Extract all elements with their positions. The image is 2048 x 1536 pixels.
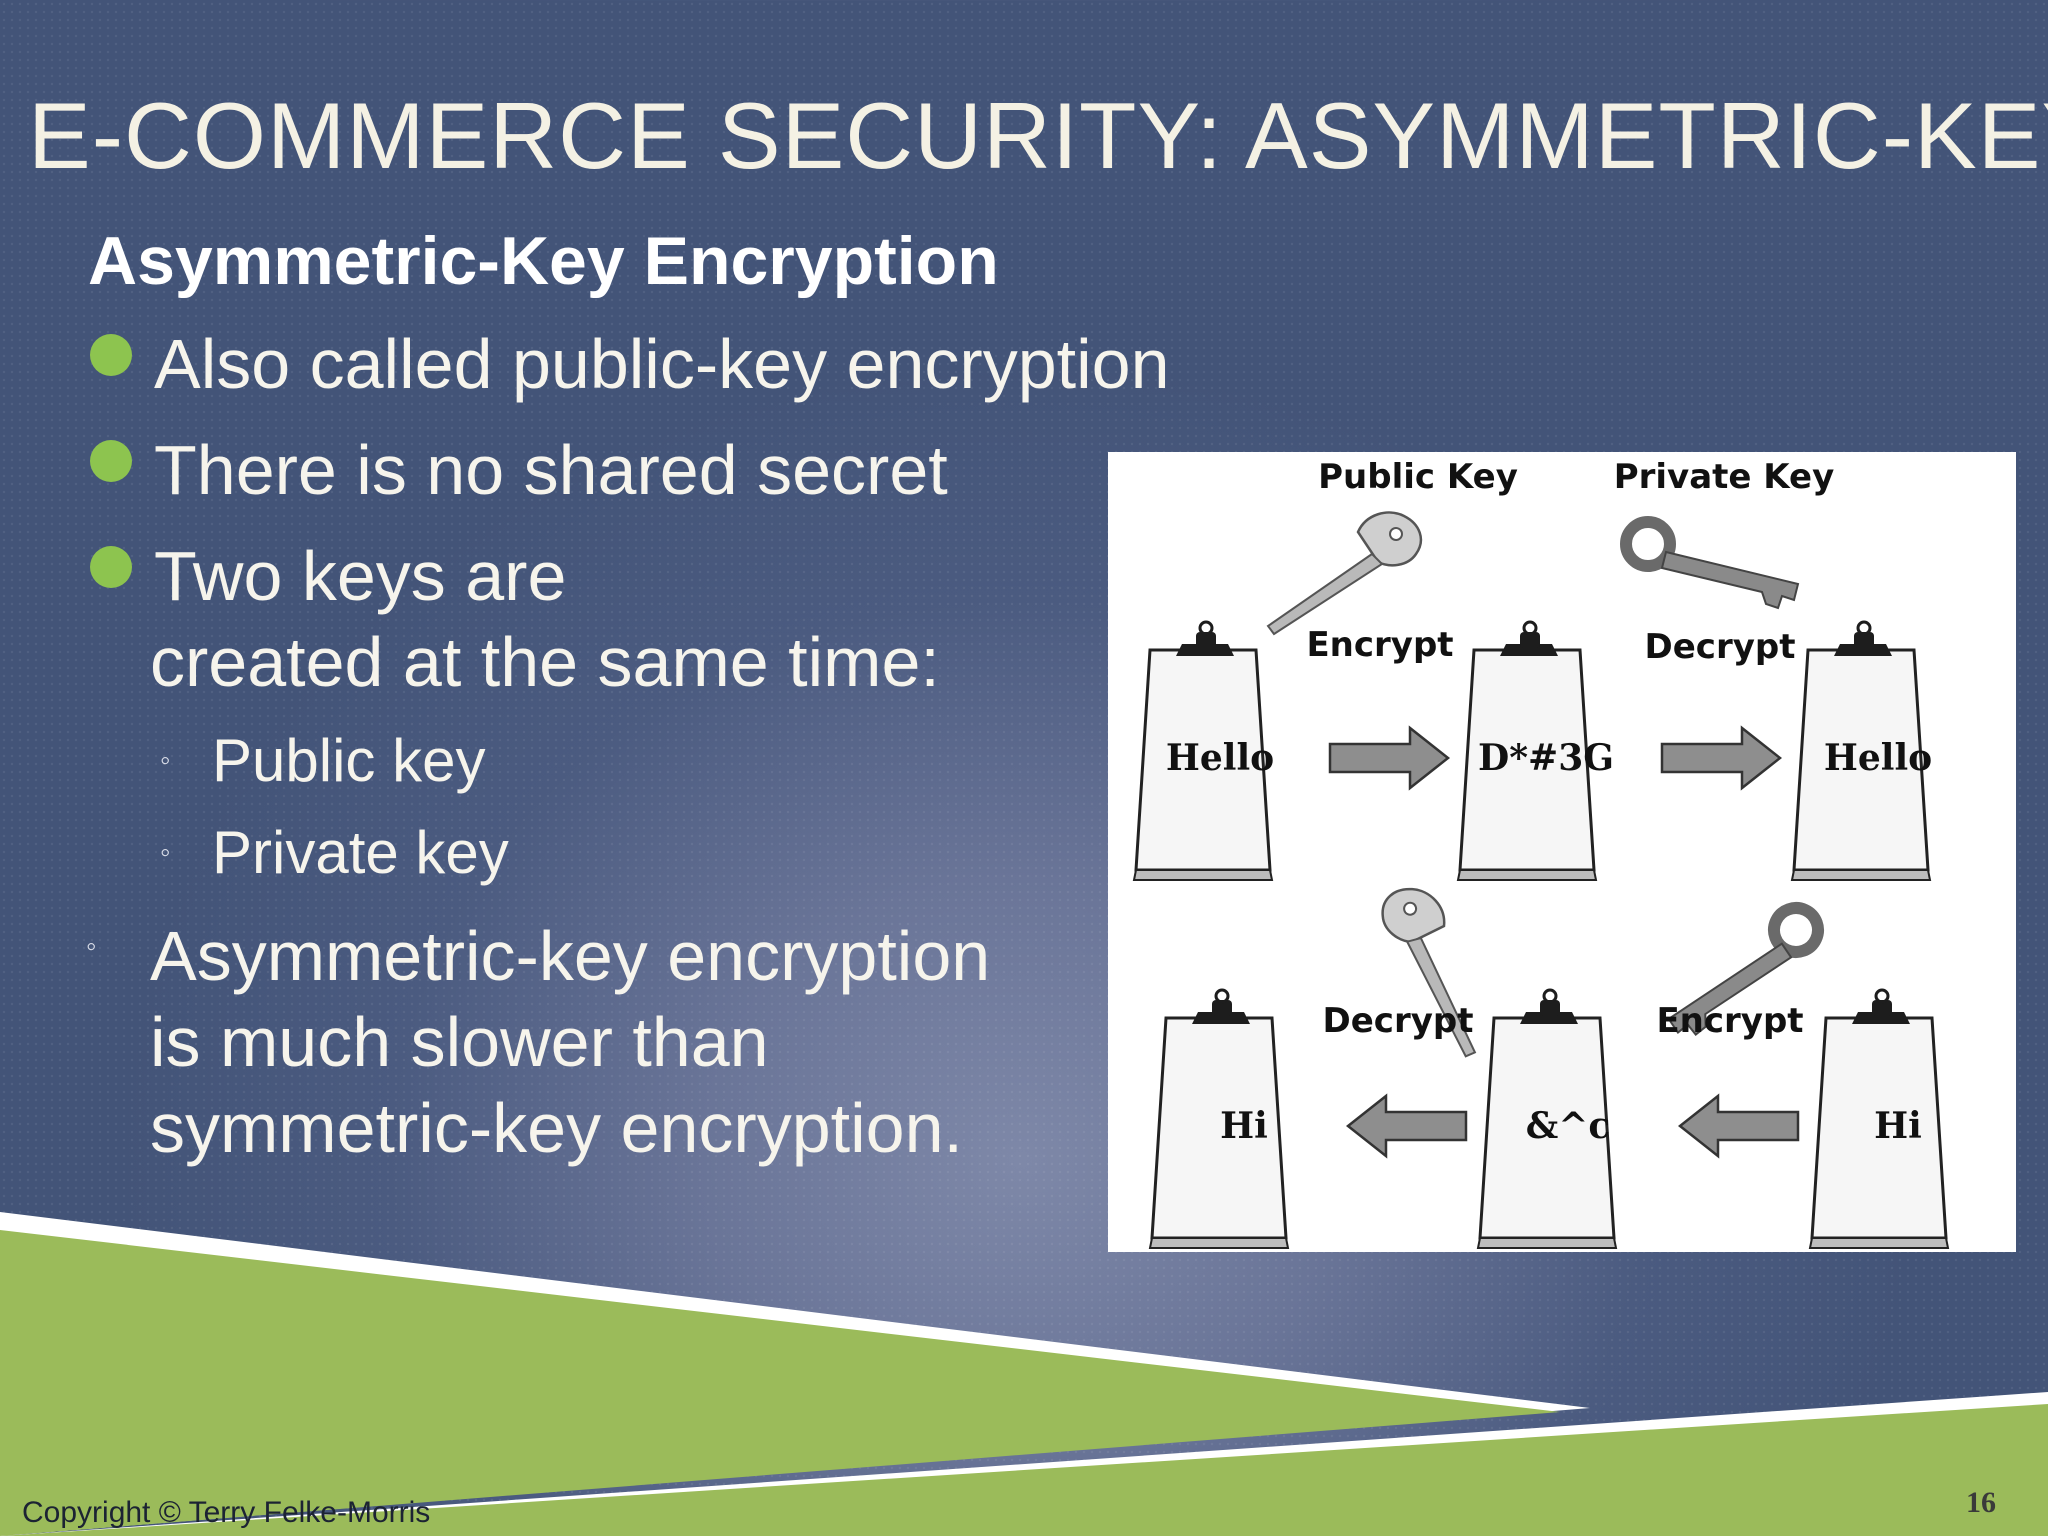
label-decrypt-top: Decrypt xyxy=(1645,627,1796,667)
clipboard-text-hello: Hello xyxy=(1166,737,1274,779)
note-ring-icon: ◦ xyxy=(86,930,97,963)
footer-copyright: Copyright © Terry Felke-Morris xyxy=(22,1496,431,1529)
bullet-1: Also called public-key encryption xyxy=(154,325,1170,403)
arrow-right-icon xyxy=(1328,726,1450,790)
private-key-icon xyxy=(1626,522,1798,608)
note-line-2: is much slower than xyxy=(150,1003,769,1081)
clipboard-text-ciphertext: D*#3G xyxy=(1478,737,1614,779)
label-encrypt-bottom: Encrypt xyxy=(1656,1001,1803,1041)
slide-title: E-COMMERCE SECURITY: ASYMMETRIC-KEY xyxy=(28,83,2048,188)
note-line-3: symmetric-key encryption. xyxy=(150,1089,963,1167)
public-key-icon xyxy=(1266,511,1423,636)
label-decrypt-bottom: Decrypt xyxy=(1323,1001,1474,1041)
bullet-2: There is no shared secret xyxy=(154,431,948,509)
label-private-key: Private Key xyxy=(1614,457,1835,497)
clipboard-text-ciphertext-2: &^c xyxy=(1526,1105,1611,1147)
footer-white-stripe xyxy=(0,1212,1590,1536)
label-public-key: Public Key xyxy=(1318,457,1518,497)
note-line-1: Asymmetric-key encryption xyxy=(150,917,991,995)
clipboard-text-hi: Hi xyxy=(1874,1105,1922,1147)
sub-bullet-ring-icon: ◦ xyxy=(160,836,171,869)
arrow-left-icon xyxy=(1678,1094,1800,1158)
arrow-left-icon xyxy=(1346,1094,1468,1158)
asymmetric-key-diagram: Public Key Private Key Encrypt Decrypt H… xyxy=(1108,452,2016,1252)
clipboard-text-hi-result: Hi xyxy=(1220,1105,1268,1147)
bullet-dot-icon xyxy=(90,334,132,376)
slide-subtitle: Asymmetric-Key Encryption xyxy=(88,223,999,299)
label-encrypt-top: Encrypt xyxy=(1306,625,1453,665)
footer-green-band xyxy=(0,1230,1560,1536)
bullet-3: Two keys are xyxy=(154,537,567,615)
page-number: 16 xyxy=(1966,1486,1996,1519)
sub-bullet-public-key: Public key xyxy=(212,727,486,794)
clipboard-text-hello-result: Hello xyxy=(1824,737,1932,779)
sub-bullet-ring-icon: ◦ xyxy=(160,744,171,777)
bullet-dot-icon xyxy=(90,440,132,482)
sub-bullet-private-key: Private key xyxy=(212,819,509,886)
arrow-right-icon xyxy=(1660,726,1782,790)
bullet-dot-icon xyxy=(90,546,132,588)
bullet-3-continued: created at the same time: xyxy=(150,623,940,701)
